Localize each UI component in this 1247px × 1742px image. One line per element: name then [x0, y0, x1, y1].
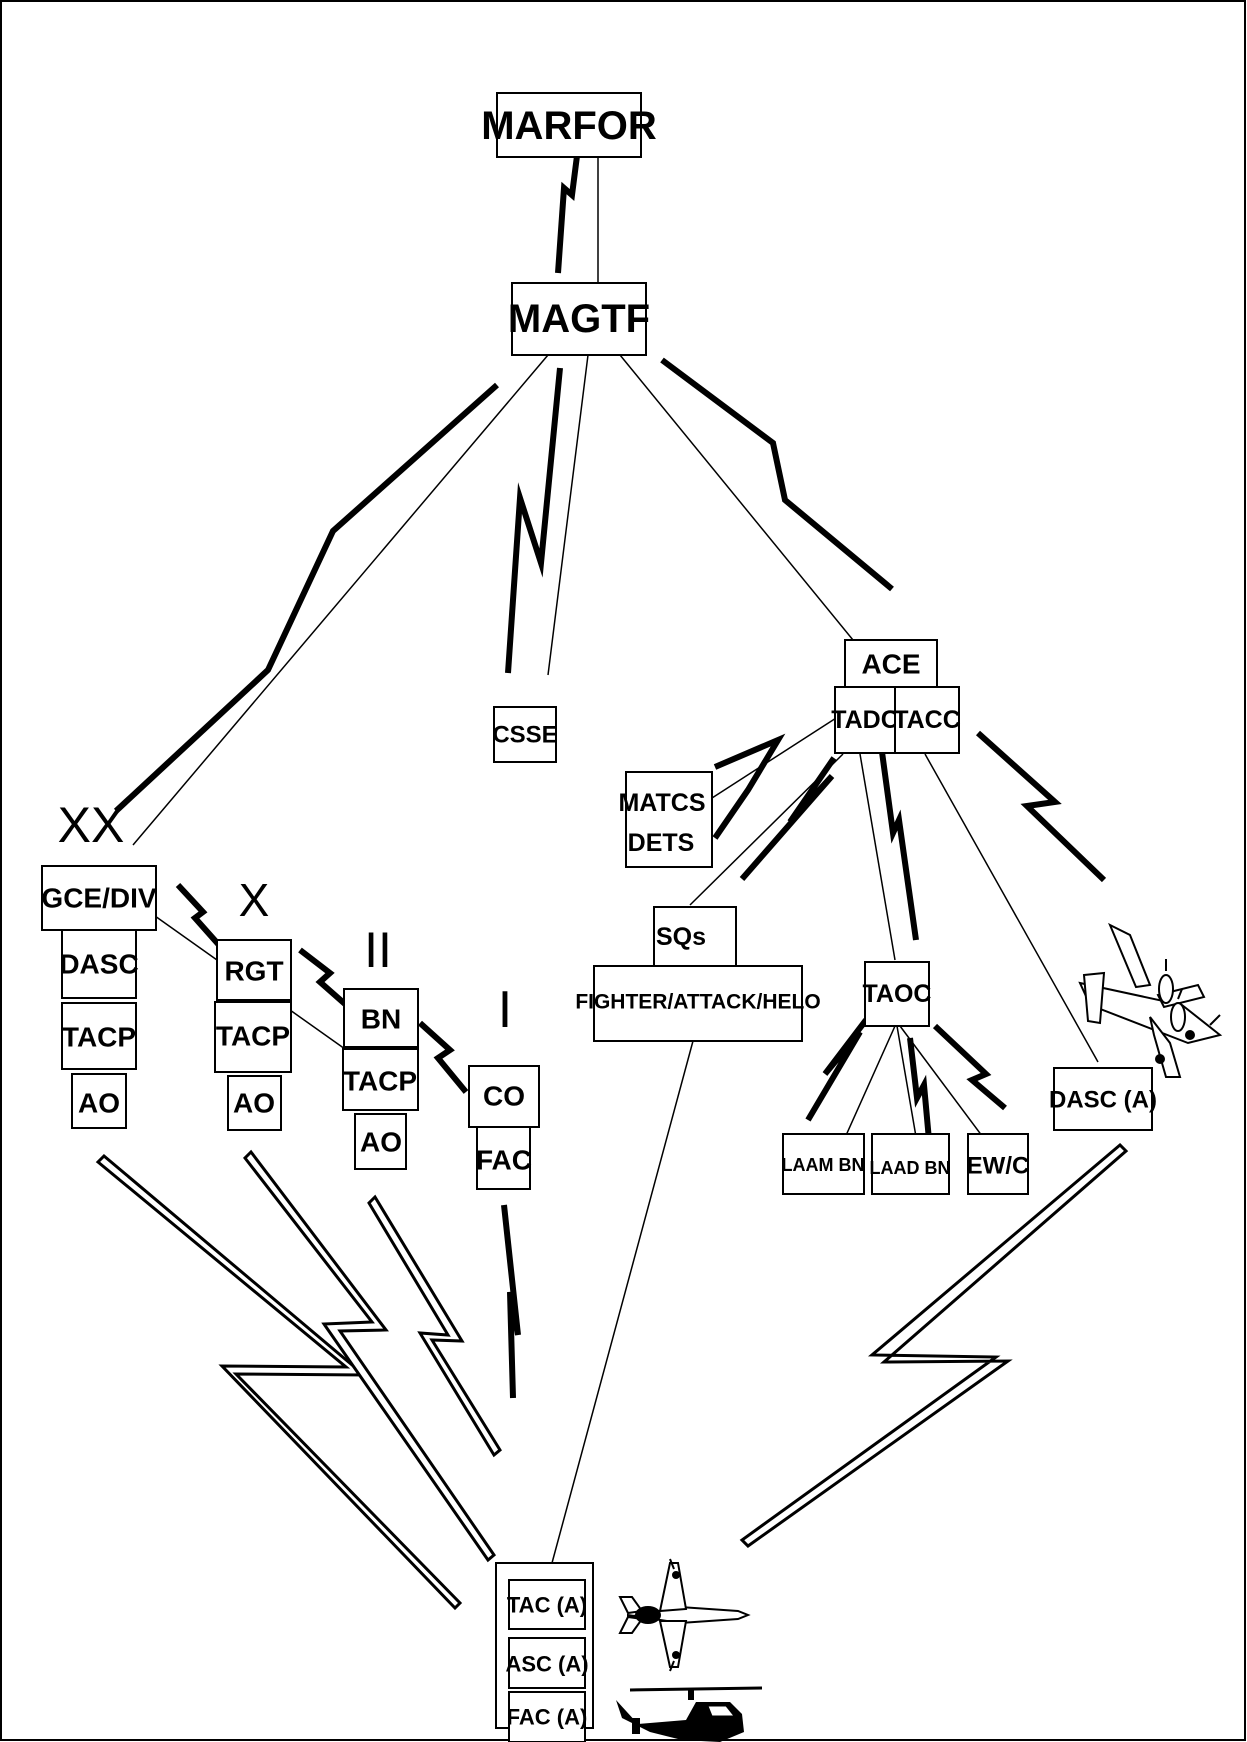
echelon-battalion: II [364, 922, 392, 978]
node-asc-a [508, 1637, 586, 1689]
node-ewc: EW/C [967, 1133, 1030, 1195]
echelon-symbols: XX X II I [58, 797, 513, 1039]
echelon-division: XX [58, 797, 125, 853]
node-magtf: MAGTF [508, 282, 650, 356]
node-ao-div: AO [71, 1073, 127, 1129]
svg-text:MAGTF: MAGTF [508, 297, 650, 341]
node-ao-bn: AO [354, 1113, 407, 1170]
svg-text:TAOC: TAOC [863, 980, 932, 1008]
radio-link-rgt-bn [298, 947, 347, 1007]
svg-text:TADC: TADC [831, 706, 899, 734]
node-laam-bn: LAAM BN [782, 1133, 865, 1195]
svg-text:ACE: ACE [861, 649, 920, 680]
radio-link-taoc-laad [907, 1037, 932, 1141]
svg-text:MATCS: MATCS [618, 789, 705, 817]
node-tacp-div: TACP [61, 1002, 137, 1070]
node-tacp-rgt: TACP [214, 1001, 292, 1073]
svg-text:AO: AO [233, 1088, 275, 1119]
svg-text:TACP: TACP [216, 1021, 290, 1052]
fighter-jet-icon [618, 1558, 751, 1672]
node-airborne-group: TAC (A) ASC (A) FAC (A) [495, 1562, 594, 1742]
radio-links-large [95, 357, 1129, 1611]
radio-link-tadc-sqs [739, 756, 837, 881]
svg-text:DASC (A): DASC (A) [1049, 1087, 1157, 1114]
svg-text:DASC: DASC [59, 949, 138, 980]
svg-text:EW/C: EW/C [967, 1153, 1030, 1180]
node-co: CO [468, 1065, 540, 1128]
node-ao-rgt: AO [227, 1075, 282, 1131]
radio-link-magtf-gce [113, 382, 499, 814]
svg-text:MARFOR: MARFOR [481, 104, 657, 148]
svg-text:CO: CO [483, 1081, 525, 1112]
svg-text:LAAD BN: LAAD BN [870, 1158, 951, 1178]
node-matcs-dets: MATCS DETS [618, 771, 713, 868]
cargo-aircraft-icon [1078, 922, 1223, 1078]
node-rgt: RGT [216, 939, 292, 1001]
attack-helicopter-icon [616, 1686, 763, 1742]
radio-link-tadc-matcs [712, 733, 786, 840]
radio-link-div-air [95, 1153, 463, 1611]
radio-link-taoc-ewc [932, 1023, 1007, 1111]
svg-text:AO: AO [78, 1088, 120, 1119]
node-taoc: TAOC [863, 961, 932, 1027]
svg-text:ASC (A): ASC (A) [505, 1652, 588, 1677]
radio-link-magtf-csse [505, 367, 563, 674]
radio-link-dasc-air [739, 1142, 1129, 1548]
node-csse: CSSE [492, 706, 558, 763]
svg-text:DETS: DETS [628, 829, 695, 857]
radio-link-taoc-laam [805, 1018, 869, 1122]
svg-text:FAC (A): FAC (A) [507, 1705, 588, 1730]
svg-text:TACC: TACC [893, 706, 961, 734]
node-fac-a [508, 1691, 586, 1742]
radio-link-marfor-magtf [555, 147, 581, 274]
svg-text:CSSE: CSSE [492, 722, 557, 749]
connector-lines [132, 157, 1099, 1564]
svg-text:TAC (A): TAC (A) [507, 1593, 587, 1618]
node-tacc: TACC [893, 686, 961, 754]
radio-link-magtf-ace [660, 357, 894, 592]
svg-text:FAC: FAC [476, 1145, 532, 1176]
node-tac-a [508, 1579, 586, 1630]
radio-link-bn-co [417, 1020, 469, 1094]
svg-text:TACP: TACP [62, 1022, 136, 1053]
radio-link-fac-air [501, 1204, 521, 1399]
svg-text:LAAM BN: LAAM BN [782, 1155, 865, 1175]
node-fac: FAC [476, 1126, 532, 1190]
node-gce-div: GCE/DIV [41, 865, 157, 931]
radio-link-tadc-taoc [879, 751, 919, 941]
svg-text:TACP: TACP [343, 1066, 417, 1097]
node-sqs: SQs [653, 906, 737, 967]
svg-text:AO: AO [360, 1127, 402, 1158]
node-fighter-attack-helo: FIGHTER/ATTACK/HELO [575, 965, 821, 1042]
node-tacp-bn: TACP [342, 1048, 419, 1111]
svg-text:RGT: RGT [224, 956, 283, 987]
node-tadc: TADC [831, 686, 899, 754]
svg-text:SQs: SQs [656, 923, 706, 951]
svg-text:GCE/DIV: GCE/DIV [41, 883, 156, 914]
node-dasc-a: DASC (A) [1049, 1067, 1157, 1131]
svg-text:BN: BN [361, 1004, 401, 1035]
echelon-company: I [498, 981, 512, 1039]
svg-text:FIGHTER/ATTACK/HELO: FIGHTER/ATTACK/HELO [575, 991, 820, 1014]
radio-links-small [175, 147, 1107, 1399]
node-marfor: MARFOR [481, 92, 657, 158]
radio-link-rgt-air [243, 1149, 497, 1563]
node-ace: ACE [844, 639, 938, 688]
echelon-regiment: X [239, 874, 270, 926]
node-laad-bn: LAAD BN [870, 1133, 951, 1195]
node-dasc: DASC [59, 929, 139, 999]
node-bn: BN [343, 988, 419, 1048]
radio-link-bn-air [367, 1194, 502, 1458]
radio-link-div-rgt [175, 882, 222, 947]
radio-link-tacc-dasc-a [975, 730, 1107, 883]
